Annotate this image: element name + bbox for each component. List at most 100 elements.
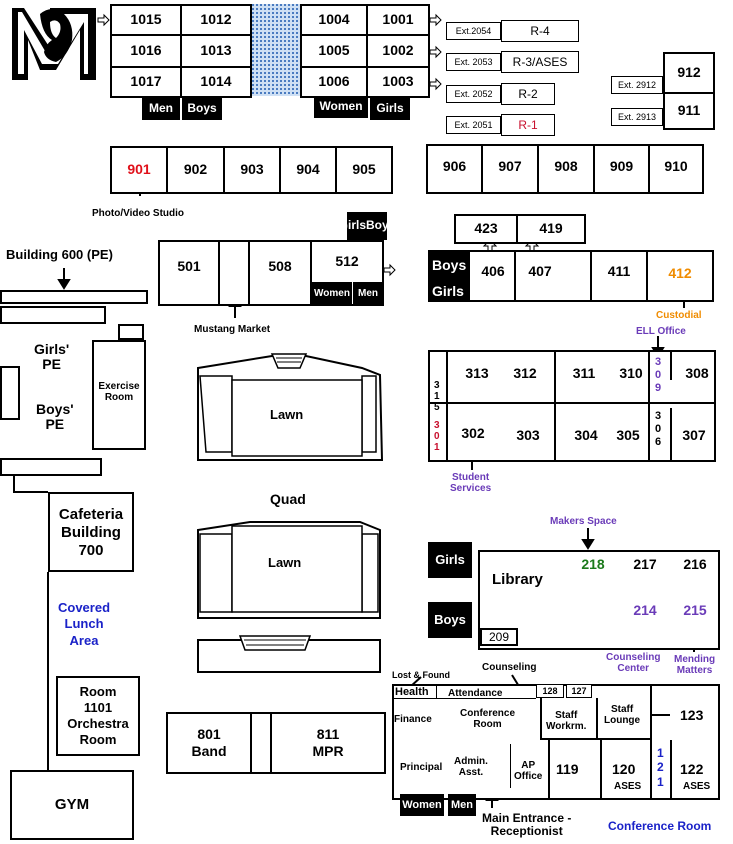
room-412[interactable]: 412: [668, 265, 692, 282]
room-1001[interactable]: 1001: [382, 11, 414, 28]
men-restroom[interactable]: Men: [142, 98, 180, 120]
orchestra-room-1101[interactable]: [56, 676, 140, 756]
boys-restroom-400: Boys: [432, 257, 467, 273]
room-313[interactable]: 313: [465, 365, 489, 382]
room-301[interactable]: 3 0 1: [434, 420, 440, 453]
room-304[interactable]: 304: [574, 427, 598, 444]
room-905[interactable]: 905: [352, 161, 376, 178]
room-419[interactable]: 419: [539, 220, 563, 237]
student-services-label: Student Services: [450, 472, 492, 494]
room-906[interactable]: 906: [442, 158, 467, 175]
room-311[interactable]: 311: [572, 365, 596, 382]
room-909[interactable]: 909: [609, 158, 634, 175]
exercise-room[interactable]: [92, 340, 146, 450]
room-1015[interactable]: 1015: [130, 11, 162, 28]
boys-restroom[interactable]: Boys: [182, 98, 222, 120]
attendance-office[interactable]: Attendance: [448, 688, 503, 699]
boys-restroom-200[interactable]: Boys: [428, 602, 472, 638]
boys-girls-restroom-400[interactable]: [428, 250, 470, 302]
room-1005[interactable]: 1005: [318, 42, 350, 59]
room-908[interactable]: 908: [554, 158, 578, 175]
room-1017[interactable]: 1017: [130, 73, 162, 90]
room-217[interactable]: 217: [633, 556, 657, 573]
room-1016[interactable]: 1016: [130, 42, 162, 59]
room-306[interactable]: 3 0 6: [655, 410, 662, 449]
building-300: [428, 350, 716, 462]
room-r2[interactable]: R-2: [501, 83, 555, 105]
room-901[interactable]: 901: [127, 161, 151, 178]
lawn-upper-label: Lawn: [270, 407, 304, 422]
room-911[interactable]: 911: [677, 102, 701, 119]
women-restroom[interactable]: Women: [314, 96, 368, 118]
room-423[interactable]: 423: [474, 220, 498, 237]
room-123[interactable]: 123: [680, 707, 704, 723]
room-214[interactable]: 214: [633, 602, 657, 619]
room-406[interactable]: 406: [481, 263, 505, 280]
room-512[interactable]: 512: [335, 253, 359, 270]
room-310[interactable]: 310: [619, 365, 643, 382]
room-307[interactable]: 307: [682, 427, 706, 444]
room-r1[interactable]: R-1: [501, 114, 555, 136]
room-508[interactable]: 508: [268, 258, 292, 275]
principal-office[interactable]: Principal: [400, 762, 443, 773]
room-120[interactable]: 120: [612, 761, 636, 777]
room-122[interactable]: 122: [680, 761, 704, 777]
staff-lounge[interactable]: Staff Lounge: [604, 704, 641, 726]
library-label[interactable]: Library: [492, 571, 543, 588]
women-restroom-500[interactable]: Women: [312, 282, 352, 304]
room-912[interactable]: 912: [677, 64, 701, 81]
gym[interactable]: [10, 770, 134, 840]
room-r4[interactable]: R-4: [501, 20, 579, 42]
room-121[interactable]: 1 2 1: [657, 746, 664, 789]
room-127[interactable]: 127: [566, 684, 592, 698]
pe-bar-3: [0, 458, 102, 476]
conference-room-label[interactable]: Conference Room: [608, 819, 712, 833]
room-1002[interactable]: 1002: [382, 42, 414, 59]
men-restroom-500[interactable]: Men: [353, 282, 383, 304]
women-restroom-office[interactable]: Women: [400, 794, 444, 816]
room-1014[interactable]: 1014: [200, 73, 232, 90]
room-305[interactable]: 305: [616, 427, 640, 444]
admin-assistant-office[interactable]: Admin. Asst.: [454, 756, 488, 778]
room-308[interactable]: 308: [685, 365, 709, 382]
staff-workroom[interactable]: Staff Workrm.: [546, 710, 587, 732]
room-1003[interactable]: 1003: [382, 73, 414, 90]
room-1006[interactable]: 1006: [318, 73, 350, 90]
men-restroom-office[interactable]: Men: [448, 794, 476, 816]
cafeteria-building-700[interactable]: [48, 492, 134, 572]
room-904[interactable]: 904: [296, 161, 320, 178]
finance-office[interactable]: Finance: [394, 714, 432, 725]
room-215[interactable]: 215: [683, 602, 707, 619]
room-902[interactable]: 902: [183, 161, 208, 178]
room-501[interactable]: 501: [177, 258, 201, 275]
room-910[interactable]: 910: [664, 158, 688, 175]
room-811-mpr[interactable]: 811 MPR: [312, 726, 344, 759]
health-office[interactable]: Health: [395, 686, 429, 698]
room-303[interactable]: 303: [516, 427, 540, 444]
girls-restroom[interactable]: Girls: [370, 98, 410, 120]
room-218[interactable]: 218: [581, 556, 605, 573]
room-411[interactable]: 411: [607, 263, 631, 280]
room-1013[interactable]: 1013: [200, 42, 232, 59]
room-407[interactable]: 407: [528, 263, 552, 280]
lawn-upper-shape: [197, 353, 384, 461]
room-903[interactable]: 903: [240, 161, 264, 178]
main-entrance-label[interactable]: Main Entrance - Receptionist: [482, 811, 572, 839]
room-209[interactable]: 209: [480, 628, 518, 646]
room-302[interactable]: 302: [461, 425, 485, 442]
room-315[interactable]: 3 1 5: [434, 380, 440, 413]
room-907[interactable]: 907: [498, 158, 522, 175]
room-312[interactable]: 312: [513, 365, 537, 382]
girls-restroom-200[interactable]: Girls: [428, 542, 472, 578]
room-128[interactable]: 128: [536, 684, 564, 698]
room-309[interactable]: 3 0 9: [655, 356, 662, 395]
room-119[interactable]: 119: [556, 761, 579, 777]
conference-room-office[interactable]: Conference Room: [460, 708, 516, 730]
ap-office[interactable]: AP Office: [514, 760, 543, 782]
room-1012[interactable]: 1012: [200, 11, 232, 28]
room-1004[interactable]: 1004: [318, 11, 350, 28]
room-216[interactable]: 216: [683, 556, 707, 573]
room-801-band[interactable]: 801 Band: [191, 726, 227, 759]
room-r3-ases[interactable]: R-3/ASES: [501, 51, 579, 73]
